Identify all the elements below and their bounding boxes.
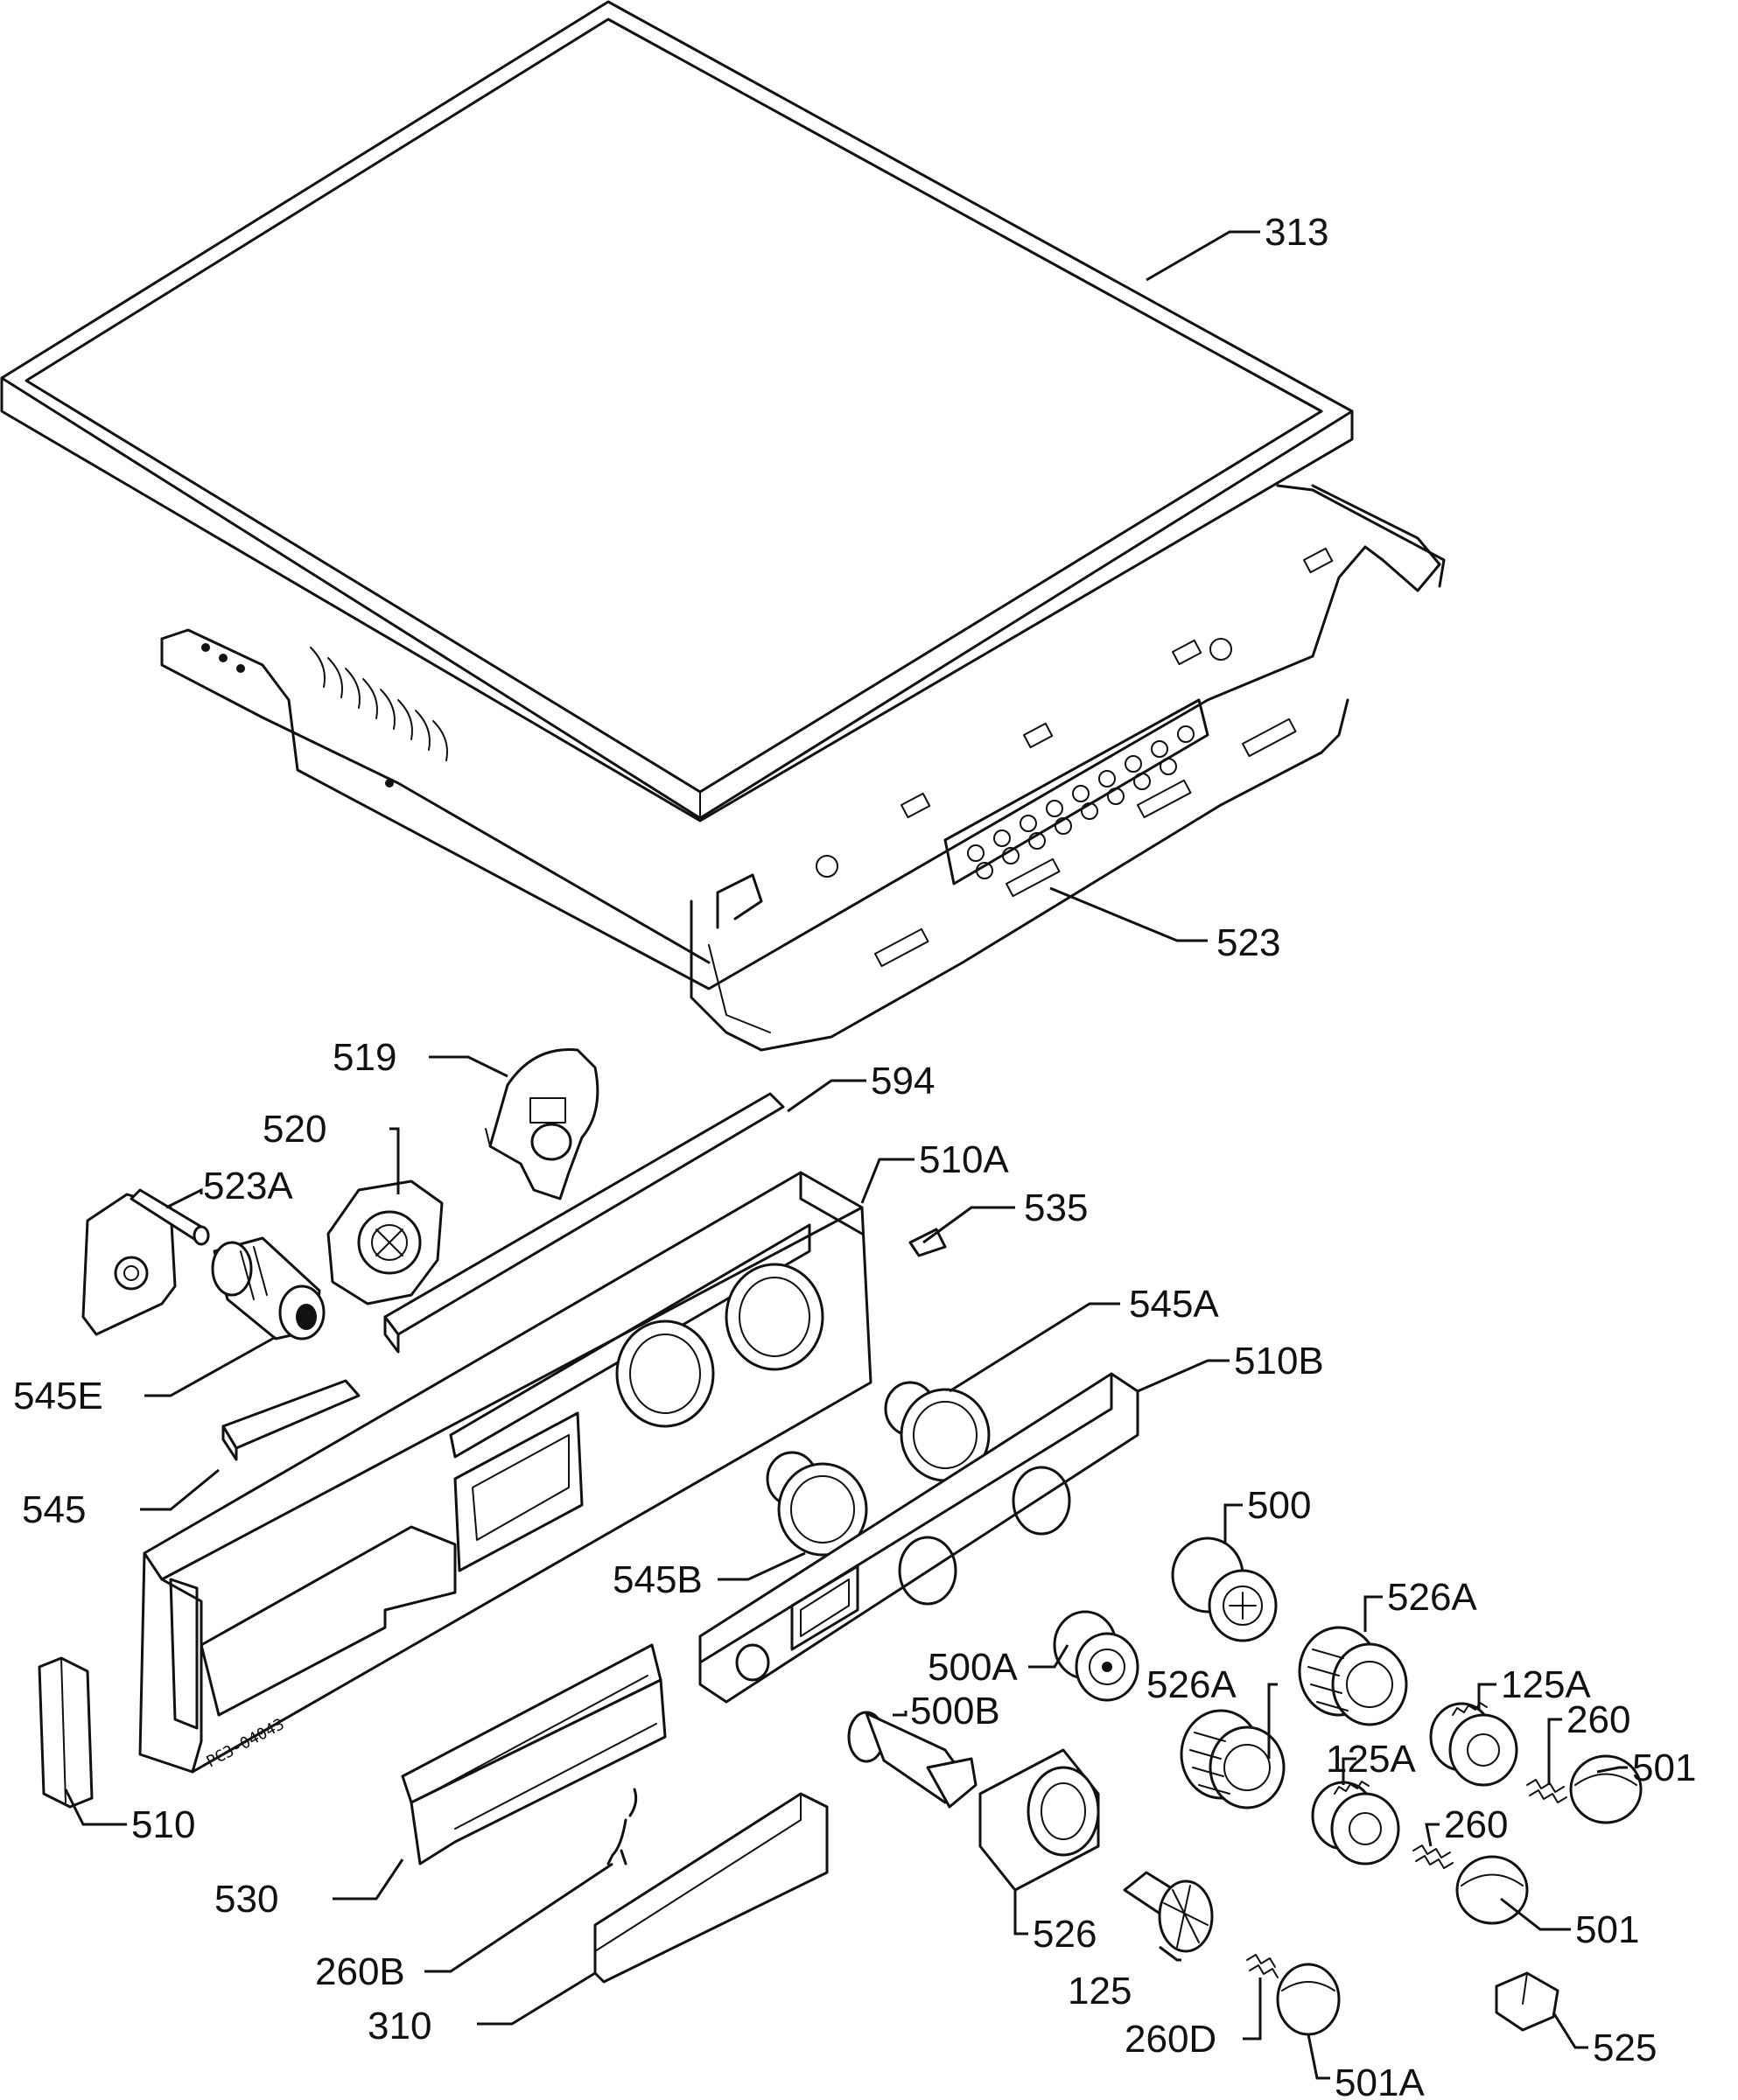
callout-545E: 545E [13,1375,103,1418]
callout-594: 594 [871,1060,935,1102]
part-526A-knurled-knob-2 [1180,1709,1286,1810]
callout-500: 500 [1247,1484,1311,1527]
part-519-bracket [485,1048,599,1200]
part-260-spring-1 [1526,1779,1567,1803]
callout-260-2: 260 [1444,1803,1508,1846]
part-125-gear-shaft [1123,1871,1214,1953]
part-525-switch [1495,1971,1559,2032]
callout-510A: 510A [919,1138,1009,1181]
part-260D-spring [1246,1954,1279,1978]
callout-520: 520 [263,1108,326,1151]
callout-501-2: 501 [1575,1908,1639,1951]
callout-260-1: 260 [1566,1698,1630,1741]
part-313-top-lid [0,0,1354,822]
callout-545A: 545A [1129,1283,1219,1326]
part-125A-gear-knob-2 [1311,1781,1400,1866]
part-510B-fascia [698,1372,1139,1704]
callout-545B: 545B [613,1558,703,1601]
callout-530: 530 [214,1878,278,1921]
part-500B-spindle [847,1711,978,1809]
part-594-strip [383,1092,785,1354]
leader-lines [64,230,1628,2080]
part-545-bar [221,1379,361,1461]
part-530-handle [401,1643,667,1866]
callout-labels: 313 523 519 594 520 510A 523A 535 545A 5… [13,211,1696,2100]
part-510-side-trim [38,1656,94,1809]
callout-526A-1: 526A [1387,1576,1477,1619]
part-526-main-knob [978,1748,1100,1892]
part-310-cover-plate [593,1792,829,1984]
callout-525: 525 [1593,2026,1657,2069]
callout-125A-2: 125A [1326,1738,1416,1781]
part-260-spring-2 [1412,1844,1454,1869]
callout-313: 313 [1265,211,1328,254]
callout-501A: 501A [1335,2062,1425,2100]
callout-310: 310 [368,2005,431,2048]
callout-500A: 500A [928,1646,1018,1689]
part-545A-button-cap [884,1381,991,1482]
part-535-clip [908,1228,947,1257]
callout-526: 526 [1033,1913,1097,1956]
part-500-knob-base [1171,1536,1278,1642]
part-510A-control-panel: PC3-04043 [138,1171,873,1774]
part-523A-side-bracket [81,1188,210,1336]
part-545B-button-cap [766,1451,868,1557]
part-260B-spring-clip [606,1788,638,1866]
callout-523A: 523A [203,1165,293,1208]
callout-526A-2: 526A [1146,1663,1237,1706]
part-523-frame [160,484,1446,1052]
callout-260D: 260D [1125,2018,1216,2061]
part-501A-cap [1276,1963,1341,2036]
part-501-cap-1 [1569,1754,1643,1824]
callout-519: 519 [333,1036,396,1079]
callout-535: 535 [1024,1186,1088,1229]
callout-510: 510 [131,1803,195,1846]
part-125A-gear-knob-1 [1429,1702,1518,1787]
callout-125A-1: 125A [1501,1663,1591,1706]
part-500A-socket [1053,1610,1139,1702]
part-501-cap-2 [1455,1855,1529,1925]
part-545E-knob [211,1236,326,1340]
callout-125: 125 [1068,1970,1132,2012]
part-526A-knurled-knob-1 [1298,1626,1408,1726]
part-520-selector [326,1180,444,1306]
callout-510B: 510B [1234,1340,1324,1382]
callout-260B: 260B [315,1950,405,1993]
callout-545: 545 [22,1488,86,1531]
callout-523: 523 [1216,921,1280,964]
callout-500B: 500B [910,1690,1000,1732]
callout-501-1: 501 [1632,1746,1696,1789]
